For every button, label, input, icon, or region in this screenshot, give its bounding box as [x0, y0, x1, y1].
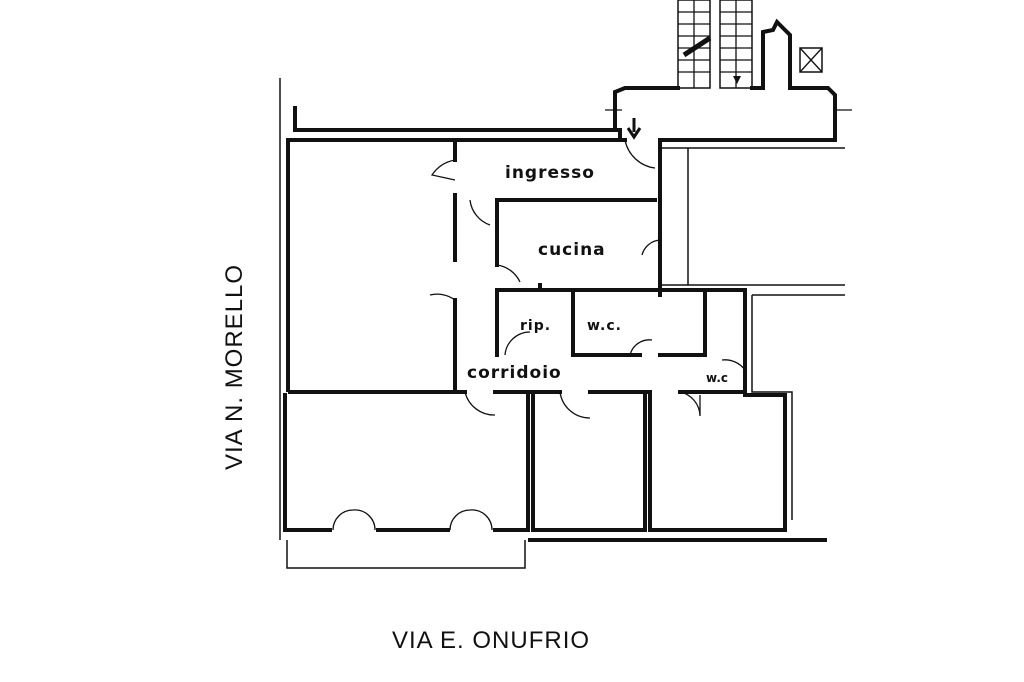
room-label-corridoio: corridoio — [467, 363, 562, 383]
room-label-rip: rip. — [520, 318, 551, 334]
room-label-wc-small: w.c — [706, 371, 728, 385]
room-label-ingresso: ingresso — [505, 163, 595, 183]
room-label-wc: w.c. — [587, 318, 622, 334]
staircase — [677, 0, 753, 89]
doors — [332, 139, 746, 531]
street-label-bottom: VIA E. ONUFRIO — [392, 627, 590, 654]
room-label-cucina: cucina — [538, 240, 606, 260]
walls — [279, 78, 845, 569]
landing — [605, 18, 852, 142]
street-label-left: VIA N. MORELLO — [221, 264, 248, 470]
